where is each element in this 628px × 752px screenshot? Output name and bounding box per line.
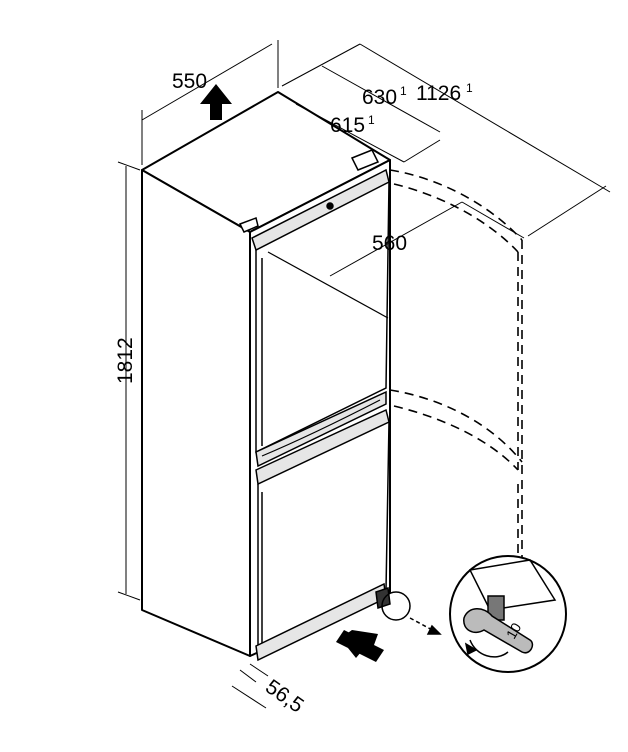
large-detail-circle xyxy=(449,555,567,673)
dim-depth-door-open-label: 630 xyxy=(362,86,397,109)
dimension-lines xyxy=(117,40,611,709)
dim-depth-total-label: 1126 xyxy=(416,82,461,105)
small-detail-circle xyxy=(381,591,411,621)
dim-depth-total-note: 1 xyxy=(466,81,473,95)
dim-depth-body-note: 1 xyxy=(368,113,375,127)
push-in-arrow xyxy=(336,630,384,662)
interior-lines xyxy=(267,251,389,319)
airflow-up-arrow xyxy=(200,84,232,120)
foot-detail-callout xyxy=(381,555,567,673)
fridge-side-face xyxy=(141,169,251,657)
door-swing-dashed xyxy=(389,169,523,600)
fridge-front-face xyxy=(249,159,391,657)
dim-height-label: 1812 xyxy=(114,337,137,384)
dim-base-offset-label: 56,5 xyxy=(261,675,308,717)
dim-depth-door-open-note: 1 xyxy=(400,84,407,98)
wrench-size-label: 10 xyxy=(503,620,525,642)
dim-door-opening-label: 560 xyxy=(372,232,407,255)
wrench-icon xyxy=(463,608,534,654)
fridge-body xyxy=(141,91,391,657)
dim-width-label: 550 xyxy=(172,70,207,93)
top-screw xyxy=(326,202,334,210)
dim-depth-body-label: 615 xyxy=(330,114,365,137)
upper-door xyxy=(238,149,390,468)
lower-door xyxy=(255,408,391,662)
